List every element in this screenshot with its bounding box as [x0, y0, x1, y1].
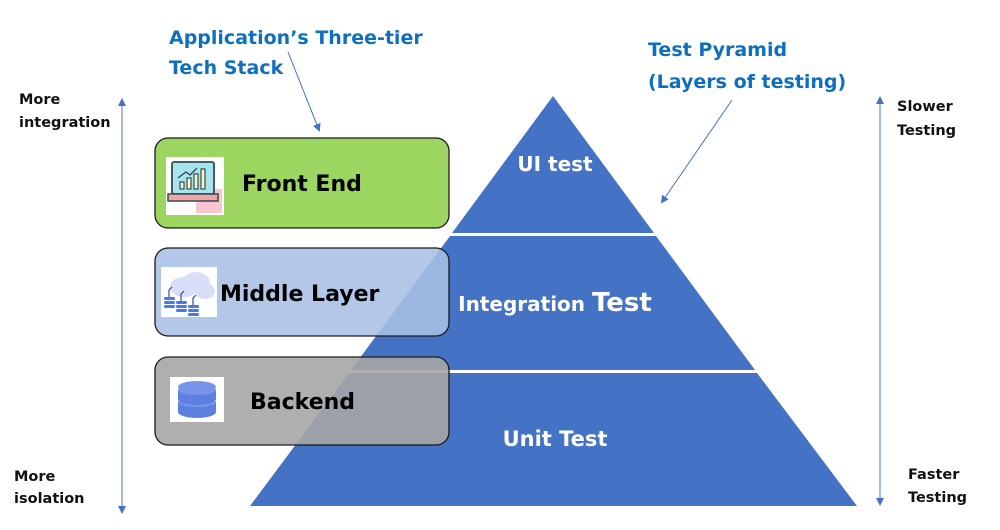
pyramid-title-line2: (Layers of testing) — [648, 71, 846, 93]
tech-stack-title-line1: Application’s Three-tier — [169, 27, 423, 49]
integration-label-part2: Test — [592, 288, 652, 318]
tier-backend-label: Backend — [250, 390, 355, 415]
tier-front-end-label: Front End — [242, 172, 362, 197]
pyramid-label-integration: Integration Test — [458, 288, 652, 318]
pyramid-layer-ui — [452, 96, 654, 233]
tech-stack-pointer-arrow — [287, 51, 321, 132]
more-integration-line2: integration — [19, 115, 111, 131]
tier-backend-box — [154, 356, 450, 446]
pyramid-title-line1: Test Pyramid — [648, 39, 787, 61]
laptop-chart-icon — [166, 157, 224, 215]
right-axis-down-arrowhead — [876, 498, 884, 506]
integration-isolation-axis: More integration More isolation — [14, 92, 126, 514]
left-axis-up-arrowhead — [118, 98, 126, 106]
tier-backend: Backend — [154, 356, 450, 446]
more-integration-line1: More — [19, 92, 61, 108]
tier-front-end: Front End — [154, 137, 450, 229]
tech-stack: Front End — [154, 137, 450, 446]
pyramid-pointer-arrow — [660, 99, 733, 204]
tier-middle-layer: Middle Layer — [154, 247, 450, 337]
left-axis-down-arrowhead — [118, 506, 126, 514]
more-isolation-line1: More — [14, 469, 56, 485]
more-isolation-line2: isolation — [14, 491, 85, 507]
tier-middle-layer-label: Middle Layer — [220, 282, 380, 307]
pyramid-label-ui: UI test — [517, 152, 593, 176]
pyramid-layer-integration — [351, 236, 755, 370]
slower-testing-line2: Testing — [897, 123, 956, 139]
speed-axis: Slower Testing Faster Testing — [876, 96, 967, 506]
faster-testing-line2: Testing — [908, 490, 967, 506]
pyramid-label-unit: Unit Test — [503, 427, 608, 451]
integration-label-part1: Integration — [458, 292, 592, 316]
cloud-database-icon — [161, 267, 217, 317]
faster-testing-line1: Faster — [908, 467, 960, 483]
right-axis-up-arrowhead — [876, 96, 884, 104]
database-icon — [170, 377, 224, 422]
slower-testing-line1: Slower — [897, 99, 954, 115]
tier-front-end-box — [154, 137, 450, 229]
tier-middle-layer-box — [154, 247, 450, 337]
tech-stack-title-line2: Tech Stack — [169, 57, 284, 79]
